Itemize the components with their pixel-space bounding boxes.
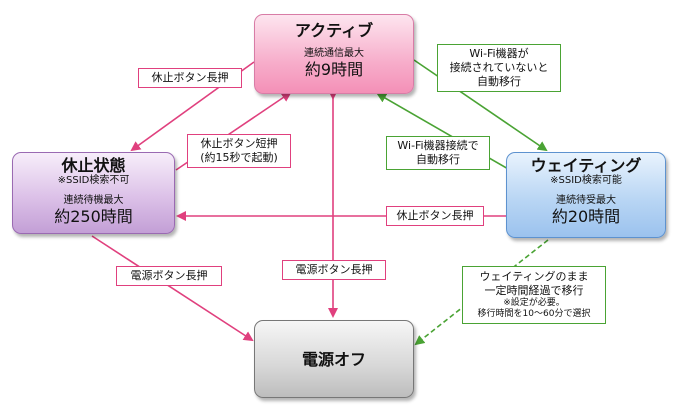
- state-active-line1: 連続通信最大: [304, 48, 364, 59]
- label-waiting-to-sleep: 休止ボタン長押: [386, 206, 484, 226]
- label-active-to-waiting-line1: Wi-Fi機器が: [469, 47, 529, 60]
- label-sleep-to-off: 電源ボタン長押: [116, 266, 222, 286]
- label-sleep-to-active-line1: 休止ボタン短押: [200, 137, 278, 150]
- label-active-to-off-text: 電源ボタン長押: [295, 263, 373, 276]
- label-waiting-to-active-line2: 自動移行: [416, 153, 460, 166]
- label-active-to-off: 電源ボタン長押: [282, 260, 386, 280]
- label-sleep-from-active: 休止ボタン長押: [138, 68, 242, 88]
- label-waiting-to-off-line1: ウェイティングのまま: [479, 270, 589, 283]
- label-sleep-to-off-text: 電源ボタン長押: [130, 269, 208, 282]
- state-waiting: ウェイティング ※SSID検索可能 連続待受最大 約20時間: [506, 152, 666, 238]
- state-sleep-sub: ※SSID検索不可: [57, 175, 130, 186]
- state-waiting-sub: ※SSID検索可能: [550, 175, 622, 186]
- state-sleep-line2: 約250時間: [54, 207, 133, 226]
- state-sleep-title: 休止状態: [61, 156, 126, 175]
- state-active: アクティブ 連続通信最大 約9時間: [254, 14, 414, 94]
- state-sleep: 休止状態 ※SSID検索不可 連続待機最大 約250時間: [12, 152, 175, 234]
- label-waiting-to-active: Wi-Fi機器接続で 自動移行: [386, 136, 490, 170]
- state-waiting-line2: 約20時間: [551, 207, 621, 226]
- label-waiting-to-off-note1: ※設定が必要。: [503, 298, 565, 308]
- arrow-active-to-wait: [413, 59, 548, 152]
- label-active-to-waiting-line2: 接続されていないと: [449, 61, 549, 74]
- state-active-line2: 約9時間: [304, 60, 364, 79]
- label-active-to-waiting: Wi-Fi機器が 接続されていないと 自動移行: [437, 44, 561, 92]
- label-active-to-waiting-line3: 自動移行: [477, 75, 521, 88]
- label-sleep-to-active: 休止ボタン短押 (約15秒で起動): [187, 134, 291, 168]
- state-power-off: 電源オフ: [254, 320, 414, 398]
- label-waiting-to-sleep-text: 休止ボタン長押: [396, 209, 474, 222]
- label-waiting-to-off-line2: 一定時間経過で移行: [484, 284, 584, 297]
- state-power-off-title: 電源オフ: [301, 350, 366, 369]
- label-waiting-to-off-note2: 移行時間を10〜60分で選択: [477, 309, 591, 319]
- state-waiting-title: ウェイティング: [530, 156, 642, 175]
- label-sleep-from-active-text: 休止ボタン長押: [151, 71, 229, 84]
- state-sleep-line1: 連続待機最大: [63, 195, 124, 206]
- arrow-sleep-to-off: [91, 235, 254, 342]
- label-waiting-to-active-line1: Wi-Fi機器接続で: [397, 139, 479, 152]
- label-waiting-to-off: ウェイティングのまま 一定時間経過で移行 ※設定が必要。 移行時間を10〜60分…: [462, 266, 606, 324]
- state-active-title: アクティブ: [294, 21, 374, 40]
- state-waiting-line1: 連続待受最大: [556, 195, 616, 206]
- label-sleep-to-active-line2: (約15秒で起動): [200, 151, 278, 164]
